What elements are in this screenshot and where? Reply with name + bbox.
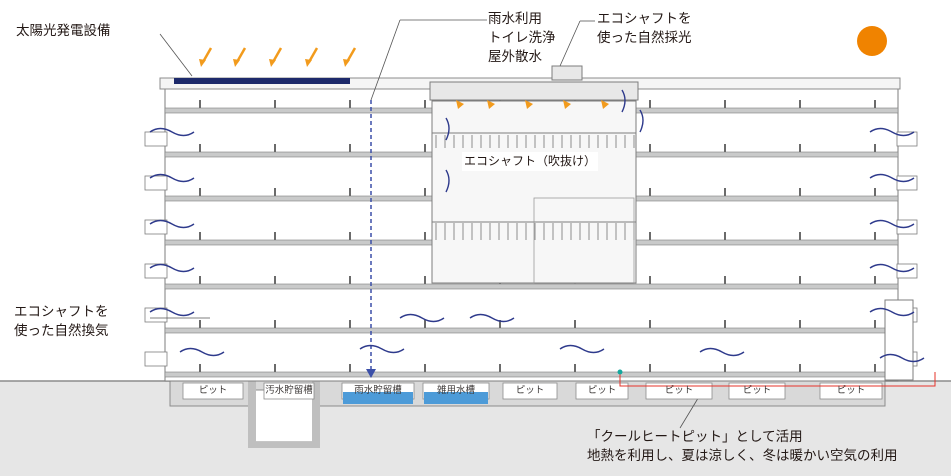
- pit-water: [424, 392, 488, 404]
- cool-heat-pit-label-line-2: 地熱を利用し、夏は涼しく、冬は暖かい空気の利用: [587, 448, 898, 464]
- floor-slab: [164, 283, 899, 290]
- sunlight-arrowhead: [305, 59, 312, 67]
- pit-label: 汚水貯留槽: [265, 385, 313, 396]
- pit-box: [575, 382, 629, 400]
- pit-water: [343, 392, 413, 404]
- solar-label-text: 太陽光発電設備: [16, 23, 111, 39]
- ventilation-label: エコシャフトを 使った自然換気: [14, 303, 109, 341]
- rainwater-label-line-1: 雨水利用: [488, 11, 542, 27]
- air-flow-arrow: [149, 127, 195, 137]
- left-balcony: [144, 307, 168, 323]
- eco-shaft-label: エコシャフト（吹抜け）: [462, 152, 599, 171]
- leader-lines: [150, 19, 701, 429]
- eco-shaft-label-text: エコシャフト（吹抜け）: [464, 154, 597, 168]
- solar-label: 太陽光発電設備: [16, 22, 111, 41]
- air-flow-arrow: [699, 347, 745, 357]
- sunlight-arrowhead: [343, 59, 350, 67]
- air-flow-arrow: [559, 344, 605, 354]
- air-flow-arrow: [869, 263, 915, 273]
- sunlight-arrowhead: [233, 59, 240, 67]
- air-flow-arrow: [621, 89, 626, 113]
- air-flow-arrow: [445, 169, 450, 193]
- left-balcony: [144, 263, 168, 279]
- skylight-arrow: [525, 100, 533, 109]
- ventilation-label-line-1: エコシャフトを: [14, 304, 109, 320]
- right-balcony: [896, 131, 918, 147]
- left-balcony: [144, 351, 168, 367]
- left-balcony: [144, 131, 168, 147]
- air-flow-arrow: [469, 313, 515, 323]
- skylight-arrow: [601, 100, 609, 109]
- solar-panel: [174, 78, 350, 84]
- rainwater-label: 雨水利用 トイレ洗浄 屋外散水: [488, 10, 556, 67]
- floor-slab: [164, 327, 899, 334]
- air-flow-arrow: [359, 344, 405, 354]
- pit-box: [263, 382, 315, 400]
- sunlight-arrow: [201, 47, 213, 63]
- skylight-arrow: [456, 100, 464, 109]
- pit-label: ピット: [515, 385, 545, 396]
- cool-heat-pit-label: 「クールヒートピット」として活用 地熱を利用し、夏は涼しく、冬は暖かい空気の利用: [587, 428, 898, 466]
- sunlight-arrow: [307, 47, 319, 63]
- shaft-partition: [533, 197, 635, 285]
- air-flow-arrow: [399, 313, 445, 323]
- heat-pipe-node: [617, 369, 623, 375]
- air-flow-arrow: [149, 173, 195, 183]
- pit-label: ピット: [198, 385, 228, 396]
- pit-box: [502, 382, 558, 400]
- pit-row: [182, 369, 936, 404]
- air-flow-arrow: [149, 307, 195, 317]
- skylight-arrow: [563, 100, 571, 109]
- left-balcony: [144, 175, 168, 191]
- sunlight-arrowhead: [199, 59, 206, 67]
- rainwater-label-line-2: トイレ洗浄: [488, 30, 556, 46]
- sunlight-arrow: [235, 47, 247, 63]
- air-flow-arrow: [445, 117, 450, 141]
- pit-label: ピット: [587, 385, 617, 396]
- air-flow-arrow: [639, 109, 644, 133]
- air-flow-arrow: [879, 353, 925, 363]
- skylight-arrow: [487, 100, 495, 109]
- pit-label: 雑用水槽: [436, 385, 475, 396]
- pit-box: [819, 382, 883, 400]
- cool-heat-pit-label-line-1: 「クールヒートピット」として活用: [587, 429, 803, 445]
- sun-icon: [857, 26, 887, 56]
- sunlight-arrowhead: [269, 59, 276, 67]
- floor-slab: [164, 371, 899, 378]
- air-flow-arrows: [149, 89, 925, 363]
- building-body: [144, 65, 918, 382]
- pit-box: [645, 382, 713, 400]
- daylight-label: エコシャフトを 使った自然採光: [597, 10, 692, 48]
- sunlight-arrow: [345, 47, 357, 63]
- heat-pipe: [619, 372, 936, 387]
- air-flow-arrow: [869, 173, 915, 183]
- daylight-label-line-1: エコシャフトを: [597, 11, 692, 27]
- air-flow-arrow: [149, 263, 195, 273]
- left-balcony: [144, 219, 168, 235]
- pit-box: [182, 382, 244, 400]
- pit-label: ピット: [664, 385, 694, 396]
- rainwater-pipe-arrowhead: [366, 369, 376, 378]
- rainwater-label-line-3: 屋外散水: [488, 49, 542, 65]
- pit-box: [728, 382, 786, 400]
- pit-label: ピット: [836, 385, 866, 396]
- pit-label: 雨水貯留槽: [354, 385, 402, 396]
- sunlight-arrow: [271, 47, 283, 63]
- air-flow-arrow: [869, 127, 915, 137]
- ventilation-label-line-2: 使った自然換気: [14, 323, 109, 339]
- daylight-label-line-2: 使った自然採光: [597, 30, 692, 46]
- air-flow-arrow: [869, 219, 915, 229]
- air-flow-arrow: [179, 347, 225, 357]
- air-flow-arrow: [149, 219, 195, 229]
- air-flow-arrow: [869, 307, 915, 317]
- sunlight-arrows: [199, 47, 609, 109]
- pit-label: ピット: [742, 385, 772, 396]
